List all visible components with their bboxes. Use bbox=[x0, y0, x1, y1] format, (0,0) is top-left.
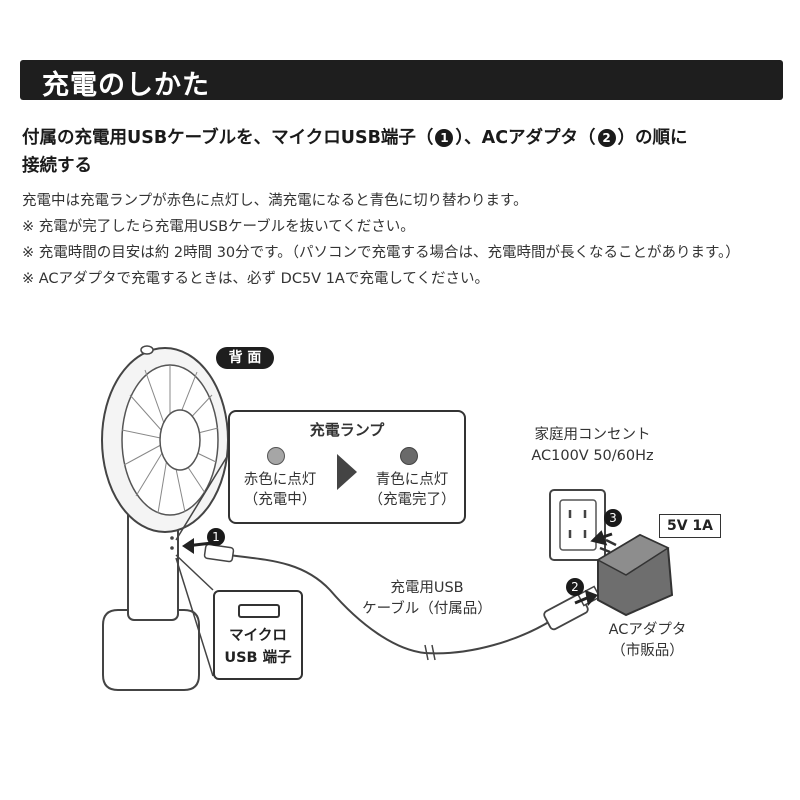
back-label: 背 面 bbox=[216, 347, 274, 369]
notes-block: 充電中は充電ランプが赤色に点灯し、満充電になると青色に切り替わります。 ※ 充電… bbox=[22, 188, 782, 292]
micro-usb-port-icon bbox=[238, 604, 280, 618]
step-2-badge: 2 bbox=[597, 129, 616, 147]
lamp-title: 充電ランプ bbox=[309, 421, 385, 439]
lead-part1: 付属の充電用USBケーブルを、マイクロUSB端子（ bbox=[22, 128, 434, 148]
lead-part2: ）、ACアダプタ（ bbox=[455, 128, 596, 148]
adapter-label-2: （市販品） bbox=[611, 643, 684, 659]
red-lamp-icon bbox=[267, 447, 285, 465]
micro-usb-plug bbox=[203, 543, 235, 563]
instruction-heading: 付属の充電用USBケーブルを、マイクロUSB端子（1）、ACアダプタ（2）の順に… bbox=[22, 124, 787, 180]
lamp-blue-line1: 青色に点灯 bbox=[375, 472, 449, 488]
stand-base bbox=[102, 609, 200, 691]
step-1-badge: 1 bbox=[435, 129, 454, 147]
lead-part3: ）の順に bbox=[617, 128, 688, 148]
note-1: 充電中は充電ランプが赤色に点灯し、満充電になると青色に切り替わります。 bbox=[22, 193, 528, 209]
step-2-label: 2 bbox=[571, 580, 579, 594]
adapter-label-1: ACアダプタ bbox=[608, 622, 687, 638]
note-2: ※ 充電が完了したら充電用USBケーブルを抜いてください。 bbox=[22, 219, 415, 235]
port-label-2: USB 端子 bbox=[224, 650, 292, 666]
lamp-red-line2: （充電中） bbox=[243, 492, 317, 508]
cable-label-1: 充電用USB bbox=[390, 580, 464, 596]
outlet-label-1: 家庭用コンセント bbox=[534, 427, 651, 443]
lamp-callout: 充電ランプ 赤色に点灯 （充電中） 青色に点灯 （充電完了） bbox=[228, 410, 466, 524]
cable-label-2: ケーブル（付属品） bbox=[362, 601, 492, 617]
lead-line2: 接続する bbox=[22, 156, 92, 176]
step-2-marker bbox=[566, 578, 584, 596]
section-title: 充電のしかた bbox=[42, 70, 210, 101]
spec-label: 5V 1A bbox=[659, 514, 721, 538]
lamp-blue-line2: （充電完了） bbox=[368, 492, 456, 508]
usb-cable bbox=[213, 552, 553, 655]
step-3-marker bbox=[604, 509, 622, 527]
arrow-right-icon bbox=[337, 454, 357, 490]
fan-hub bbox=[159, 409, 201, 471]
port-label-1: マイクロ bbox=[229, 628, 287, 644]
note-4: ※ ACアダプタで充電するときは、必ず DC5V 1Aで充電してください。 bbox=[22, 271, 489, 287]
step-3-label: 3 bbox=[609, 511, 617, 525]
blue-lamp-icon bbox=[400, 447, 418, 465]
step-1-marker bbox=[207, 528, 225, 546]
lamp-red-line1: 赤色に点灯 bbox=[243, 472, 317, 488]
step-1-label: 1 bbox=[212, 530, 220, 544]
outlet-label-2: AC100V 50/60Hz bbox=[531, 448, 654, 464]
section-header: 充電のしかた bbox=[20, 60, 783, 101]
port-callout: マイクロ USB 端子 bbox=[213, 590, 303, 680]
note-3: ※ 充電時間の目安は約 2時間 30分です。（パソコンで充電する場合は、充電時間… bbox=[22, 245, 740, 261]
